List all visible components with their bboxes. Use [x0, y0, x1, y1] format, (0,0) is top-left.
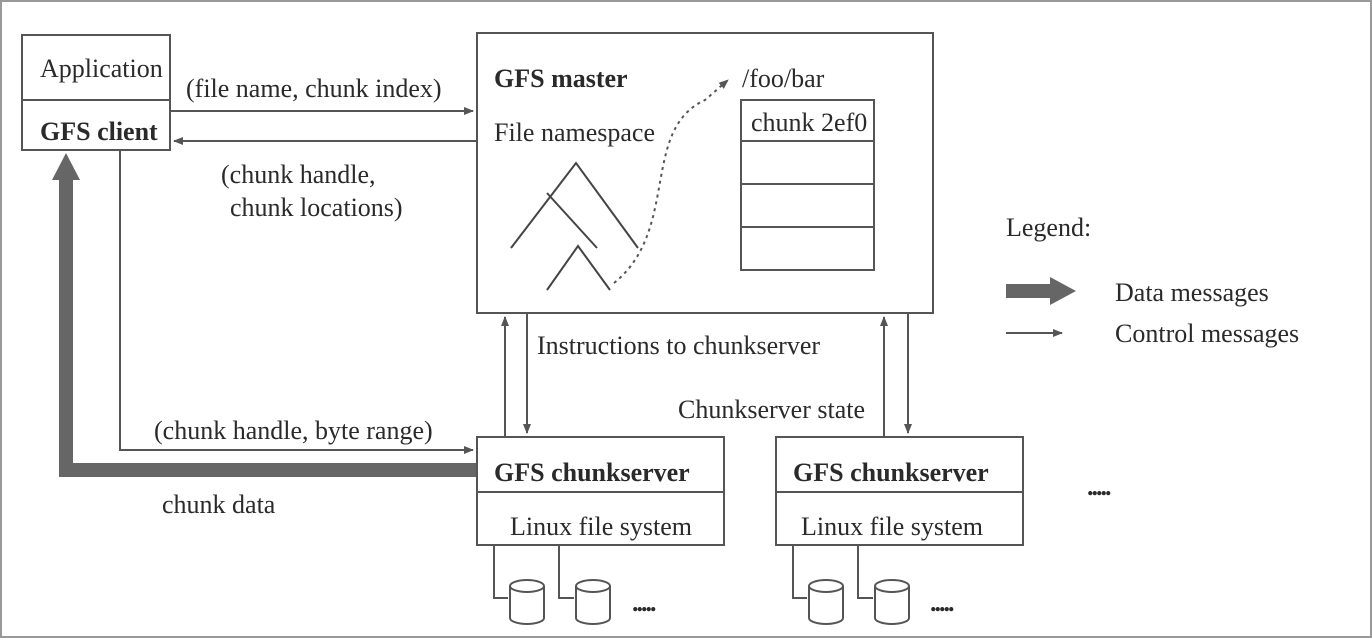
namespace-label: File namespace [494, 118, 655, 147]
chunkserver-2-label: GFS chunkserver [793, 458, 989, 487]
master-title: GFS master [494, 64, 628, 93]
disk-icon [575, 579, 611, 625]
namespace-lookup-arrow [613, 79, 729, 284]
chunk-data-arrow [59, 178, 477, 477]
legend-title: Legend: [1006, 213, 1092, 242]
chunk-label: chunk 2ef0 [751, 108, 868, 137]
chunk-data-arrowhead [52, 153, 80, 180]
legend-data-label: Data messages [1115, 278, 1269, 307]
reply-label-line1: (chunk handle, [221, 160, 376, 189]
chunkserver-2-fs-label: Linux file system [801, 512, 983, 541]
chunk-data-label: chunk data [162, 490, 276, 519]
disk-icon [509, 579, 545, 625]
instructions-label: Instructions to chunkserver [537, 331, 821, 360]
path-label: /foo/bar [742, 64, 825, 93]
state-label: Chunkserver state [678, 395, 866, 424]
data-request-label: (chunk handle, byte range) [154, 416, 433, 445]
client-box [21, 34, 171, 151]
more-disks-ellipsis-2: ..... [930, 588, 954, 617]
disk-icon [808, 579, 844, 625]
disk-icon [874, 579, 910, 625]
data-request-arrow [119, 150, 474, 454]
client-label: GFS client [40, 117, 158, 146]
chunkserver-1-disk-links [493, 545, 574, 599]
chunkserver-1-fs-label: Linux file system [510, 512, 692, 541]
master-box [476, 32, 934, 314]
chunkserver-1-label: GFS chunkserver [494, 458, 690, 487]
reply-label-line2: chunk locations) [230, 193, 403, 222]
chunkserver-2-disk-links [792, 545, 873, 599]
legend-control-label: Control messages [1115, 319, 1300, 348]
legend-data-arrowhead [1050, 277, 1076, 305]
request-label: (file name, chunk index) [186, 74, 442, 103]
more-disks-ellipsis-1: ..... [632, 588, 656, 617]
more-chunkservers-ellipsis: ..... [1087, 472, 1111, 501]
namespace-tree-icon [510, 161, 639, 291]
application-label: Application [40, 54, 163, 83]
